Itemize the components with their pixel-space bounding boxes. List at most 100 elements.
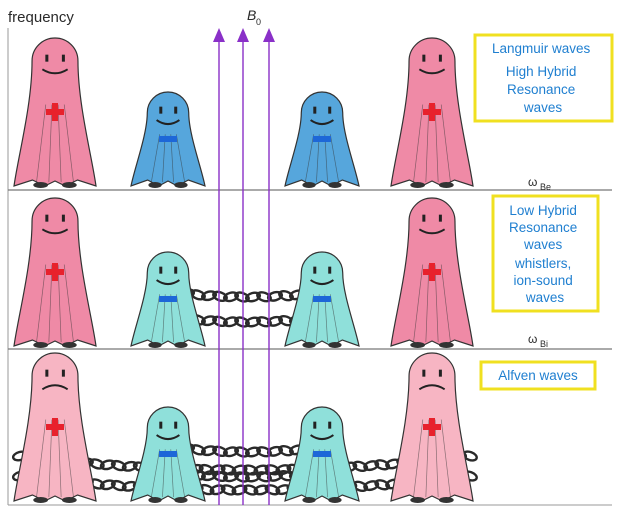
ghost-foot xyxy=(33,182,49,188)
ghost-mouth xyxy=(41,68,69,75)
ghost-fold xyxy=(305,134,315,183)
ghost-foot xyxy=(410,497,426,503)
ghost-mouth xyxy=(156,119,180,126)
ghost-fold xyxy=(63,264,74,343)
ghost-fold xyxy=(324,449,328,498)
ion-ghost xyxy=(390,197,474,348)
chain-link xyxy=(253,484,270,496)
plus-icon xyxy=(429,418,435,436)
ghost-mouth xyxy=(418,384,446,391)
chain-link xyxy=(266,315,284,327)
chain-link xyxy=(264,484,281,496)
plus-icon xyxy=(429,263,435,281)
chain-link xyxy=(352,460,369,472)
ghost-mouth xyxy=(310,279,334,286)
minus-icon xyxy=(313,136,331,142)
chain-link xyxy=(200,445,218,457)
ghost-eye xyxy=(61,54,65,62)
ion-ghost xyxy=(13,197,97,348)
ghost-fold xyxy=(175,134,185,183)
chain-link xyxy=(253,464,270,476)
chain-link xyxy=(222,291,240,303)
arrow-up-icon xyxy=(213,28,225,42)
ghost-fold xyxy=(63,104,74,183)
minus-icon xyxy=(313,451,331,457)
ghost-fold xyxy=(170,134,174,183)
chain-link xyxy=(242,484,259,496)
b-field-label: B 0 xyxy=(247,7,261,27)
minus-icon xyxy=(313,296,331,302)
ghost-fold xyxy=(170,449,174,498)
ghost-eye xyxy=(422,54,426,62)
ghost-eye xyxy=(159,266,163,274)
label-box-low: Alfven waves xyxy=(479,360,597,391)
ghost-fold xyxy=(316,449,320,498)
label-box-low-border xyxy=(479,360,597,391)
ghost-eye xyxy=(328,421,332,429)
ghost-eye xyxy=(422,214,426,222)
ghost-eye xyxy=(313,421,317,429)
ghost-foot xyxy=(438,497,454,503)
chain-link xyxy=(110,479,127,492)
ghost-eye xyxy=(438,214,442,222)
chain-link xyxy=(231,464,248,476)
ghost-foot xyxy=(174,497,188,503)
chain-link xyxy=(200,315,218,327)
ghost-fold xyxy=(324,294,328,343)
ghost-foot xyxy=(302,342,316,348)
ghost-foot xyxy=(61,182,77,188)
ghost-foot xyxy=(302,182,316,188)
ghost-fold xyxy=(36,419,47,498)
box-line: Resonance xyxy=(507,82,575,97)
arrow-up-icon xyxy=(237,28,249,42)
ghost-foot xyxy=(328,182,342,188)
ghost-eye xyxy=(313,266,317,274)
plus-icon xyxy=(52,418,58,436)
chain-link xyxy=(198,463,215,476)
ghost-fold xyxy=(316,294,320,343)
minus-icon xyxy=(159,451,177,457)
ghost-fold xyxy=(48,419,53,498)
chain-link xyxy=(363,480,380,492)
chain-link xyxy=(121,460,138,472)
ghost-foot xyxy=(438,182,454,188)
minus-icon xyxy=(159,136,177,142)
electron-ghost xyxy=(130,251,206,348)
ghost-foot xyxy=(33,342,49,348)
field-lines xyxy=(213,28,275,505)
electron-ghost xyxy=(130,91,206,188)
ghost-fold xyxy=(425,104,430,183)
omega-bi-label: ω Bi xyxy=(528,332,548,349)
chain-link xyxy=(374,459,391,471)
chain-link xyxy=(244,291,262,303)
ghost-mouth xyxy=(418,228,446,235)
arrow-up-icon xyxy=(263,28,275,42)
ghost-eye xyxy=(174,266,178,274)
box-line: Low Hybrid xyxy=(509,203,577,218)
ghost-foot xyxy=(148,182,162,188)
chain-link xyxy=(278,445,294,457)
ion-ghost xyxy=(390,37,474,188)
ghost-fold xyxy=(151,449,161,498)
label-box-mid: Low Hybrid Resonance waves whistlers, io… xyxy=(491,194,600,313)
label-box-high-border xyxy=(473,33,614,123)
ghost-eye xyxy=(438,369,442,377)
ghost-eye xyxy=(45,369,49,377)
box-line: waves xyxy=(523,100,563,115)
omega-be-symbol: ω xyxy=(528,175,537,189)
ghost-mouth xyxy=(41,384,69,391)
ghost-mouth xyxy=(156,434,180,441)
ghost-foot xyxy=(410,182,426,188)
ghost-fold xyxy=(151,134,161,183)
chain-link xyxy=(244,446,262,458)
ghost-mouth xyxy=(310,434,334,441)
ghost-fold xyxy=(170,294,174,343)
electron-ghost xyxy=(130,406,206,503)
plus-icon xyxy=(52,103,58,121)
chain-link xyxy=(222,446,240,458)
chain-link xyxy=(220,484,237,496)
ghost-fold xyxy=(151,294,161,343)
b-field-subscript: 0 xyxy=(256,17,261,27)
ghost-fold xyxy=(425,264,430,343)
chain-link xyxy=(244,316,262,328)
